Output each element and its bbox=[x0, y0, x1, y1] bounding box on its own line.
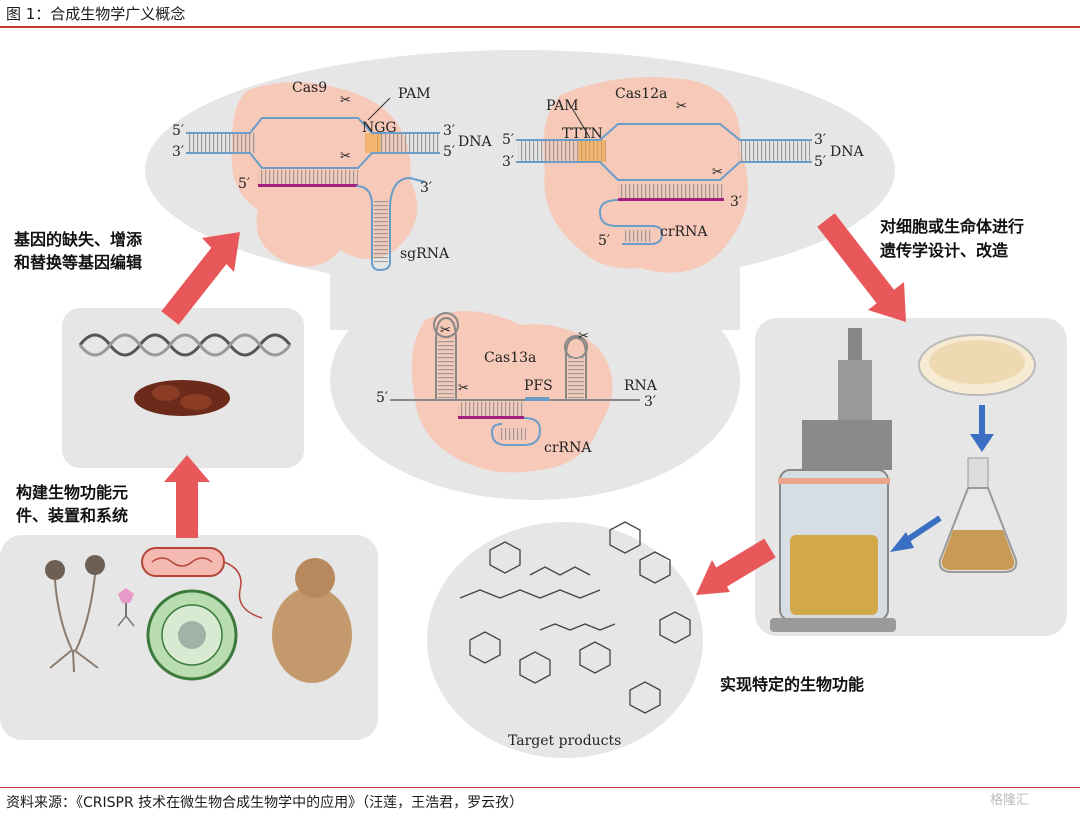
cas13a-five-prime: 5′ bbox=[376, 390, 388, 406]
cas9-five-prime-right: 5′ bbox=[443, 144, 455, 160]
cas9-dna-label: DNA bbox=[458, 134, 492, 150]
figure-title: 图 1：合成生物学广义概念 bbox=[6, 5, 186, 23]
cas12a-three-prime-right: 3′ bbox=[814, 132, 826, 148]
cas12a-five-prime-left: 5′ bbox=[502, 132, 514, 148]
cas12a-five-prime-guide: 5′ bbox=[598, 233, 610, 249]
design-modify-line1: 对细胞或生命体进行 bbox=[880, 217, 1024, 236]
cas9-five-prime-top: 5′ bbox=[172, 123, 184, 139]
fermenter-icon bbox=[770, 328, 896, 632]
plant-cell-icon bbox=[146, 589, 238, 681]
fungus-icon bbox=[45, 555, 105, 673]
flask-icon bbox=[938, 457, 1018, 573]
blue-arrow-left-icon bbox=[890, 515, 942, 552]
cas12a-dna-diagram: ✂ ✂ 5′ 3′ 3′ 5′ 3′ 5′ Cas12a PAM TTTN DN… bbox=[502, 86, 864, 249]
build-elements-line2: 件、装置和系统 bbox=[16, 506, 128, 525]
gene-editing-line1: 基因的缺失、增添 bbox=[13, 230, 143, 249]
cas13a-rna-diagram: ✂ ✂ ✂ 5′ 3′ Cas13a PFS RNA crRNA bbox=[376, 312, 658, 456]
molecule-structures-icon bbox=[459, 521, 691, 714]
cas9-sgrna-label: sgRNA bbox=[400, 246, 450, 262]
cas13a-pfs-label: PFS bbox=[524, 378, 553, 394]
function-label: 实现特定的生物功能 bbox=[720, 675, 864, 694]
gene-editing-line2: 和替换等基因编辑 bbox=[14, 253, 142, 272]
yeast-icon bbox=[272, 558, 352, 683]
cas13a-three-prime: 3′ bbox=[644, 394, 656, 410]
arrow-down-diagonal bbox=[817, 213, 906, 322]
blue-arrow-down-icon bbox=[970, 405, 994, 452]
arrow-left bbox=[696, 538, 776, 595]
scissors-icon: ✂ bbox=[340, 93, 351, 108]
cas12a-tttn-label: TTTN bbox=[562, 126, 603, 142]
cas9-three-prime-top: 3′ bbox=[172, 144, 184, 160]
cas13a-crrna-label: crRNA bbox=[544, 440, 592, 456]
cas13a-label: Cas13a bbox=[484, 350, 536, 366]
target-products-panel: Target products bbox=[427, 521, 703, 758]
cas12a-label: Cas12a bbox=[615, 86, 667, 102]
scissors-icon: ✂ bbox=[676, 99, 687, 114]
scissors-icon: ✂ bbox=[712, 165, 723, 180]
cas9-three-prime-right: 3′ bbox=[443, 123, 455, 139]
cas13a-rna-label: RNA bbox=[624, 378, 658, 394]
cas9-three-prime-guide: 3′ bbox=[420, 180, 432, 196]
bacterium-icon bbox=[141, 547, 263, 619]
arrow-up-diagonal bbox=[161, 232, 240, 325]
cas9-five-prime-guide: 5′ bbox=[238, 176, 250, 192]
scissors-icon: ✂ bbox=[458, 381, 469, 396]
figure-header: 图 1：合成生物学广义概念 bbox=[0, 0, 1080, 28]
footer-rule bbox=[0, 787, 1080, 788]
cas12a-protein-blob bbox=[543, 77, 748, 273]
arrow-up-lower bbox=[164, 455, 210, 538]
cas12a-five-prime-right: 5′ bbox=[814, 154, 826, 170]
scissors-icon: ✂ bbox=[440, 323, 451, 338]
cas9-ngg-label: NGG bbox=[362, 120, 397, 136]
petri-dish-icon bbox=[918, 334, 1036, 396]
organisms-panel bbox=[0, 535, 378, 740]
bioreactor-panel bbox=[755, 318, 1067, 636]
chromatin-icon bbox=[134, 380, 230, 416]
cas13a-protein-blob bbox=[411, 311, 613, 473]
phage-icon bbox=[117, 588, 135, 627]
source-citation: 资料来源：《CRISPR 技术在微生物合成生物学中的应用》（汪莲，王浩君，罗云孜… bbox=[6, 795, 524, 811]
build-elements-line1: 构建生物功能元 bbox=[16, 483, 128, 502]
cas9-pam-label: PAM bbox=[398, 86, 431, 102]
cas12a-dna-label: DNA bbox=[830, 144, 864, 160]
cas12a-crrna-label: crRNA bbox=[660, 224, 708, 240]
design-modify-line2: 遗传学设计、改造 bbox=[879, 241, 1009, 260]
cas12a-three-prime-guide: 3′ bbox=[730, 194, 742, 210]
cas12a-pam-label: PAM bbox=[546, 98, 579, 114]
cas12a-three-prime-left: 3′ bbox=[502, 154, 514, 170]
scissors-icon: ✂ bbox=[578, 329, 589, 344]
watermark-logo: 格隆汇 bbox=[990, 793, 1030, 808]
header-rule bbox=[0, 26, 1080, 28]
cas9-label: Cas9 bbox=[292, 80, 327, 96]
genome-panel bbox=[62, 308, 304, 468]
target-products-label: Target products bbox=[508, 733, 621, 749]
dna-helix-icon bbox=[78, 333, 292, 357]
scissors-icon: ✂ bbox=[340, 149, 351, 164]
cas9-dna-diagram: ✂ ✂ 5′ 3′ 3′ 5′ 5′ 3′ Cas9 PAM NGG DNA s… bbox=[172, 80, 492, 272]
